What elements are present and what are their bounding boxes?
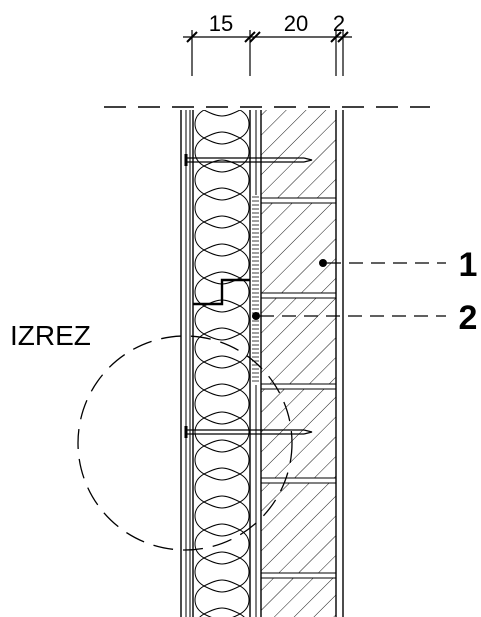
cutout-detail-circle: [77, 335, 293, 551]
dim-plaster-label: 2: [333, 11, 345, 36]
fixing-anchor-lower: [184, 426, 313, 438]
callout-2-label: 2: [459, 299, 478, 337]
masonry-wall: [261, 110, 336, 617]
fixing-anchor-upper: [184, 154, 313, 166]
anchor-plate: [252, 195, 259, 385]
callout-1-leader: [319, 259, 446, 267]
callout-1-label: 1: [459, 246, 478, 284]
exterior-render-layers: [180, 110, 194, 617]
dim-insulation-label: 15: [209, 11, 233, 36]
dimension-line: [183, 30, 352, 76]
insulation-step-joint: [193, 278, 250, 306]
callout-2-leader: [252, 312, 446, 320]
dim-masonry-label: 20: [284, 11, 308, 36]
thermal-insulation: [194, 110, 250, 617]
cutout-label: IZREZ: [10, 320, 91, 351]
